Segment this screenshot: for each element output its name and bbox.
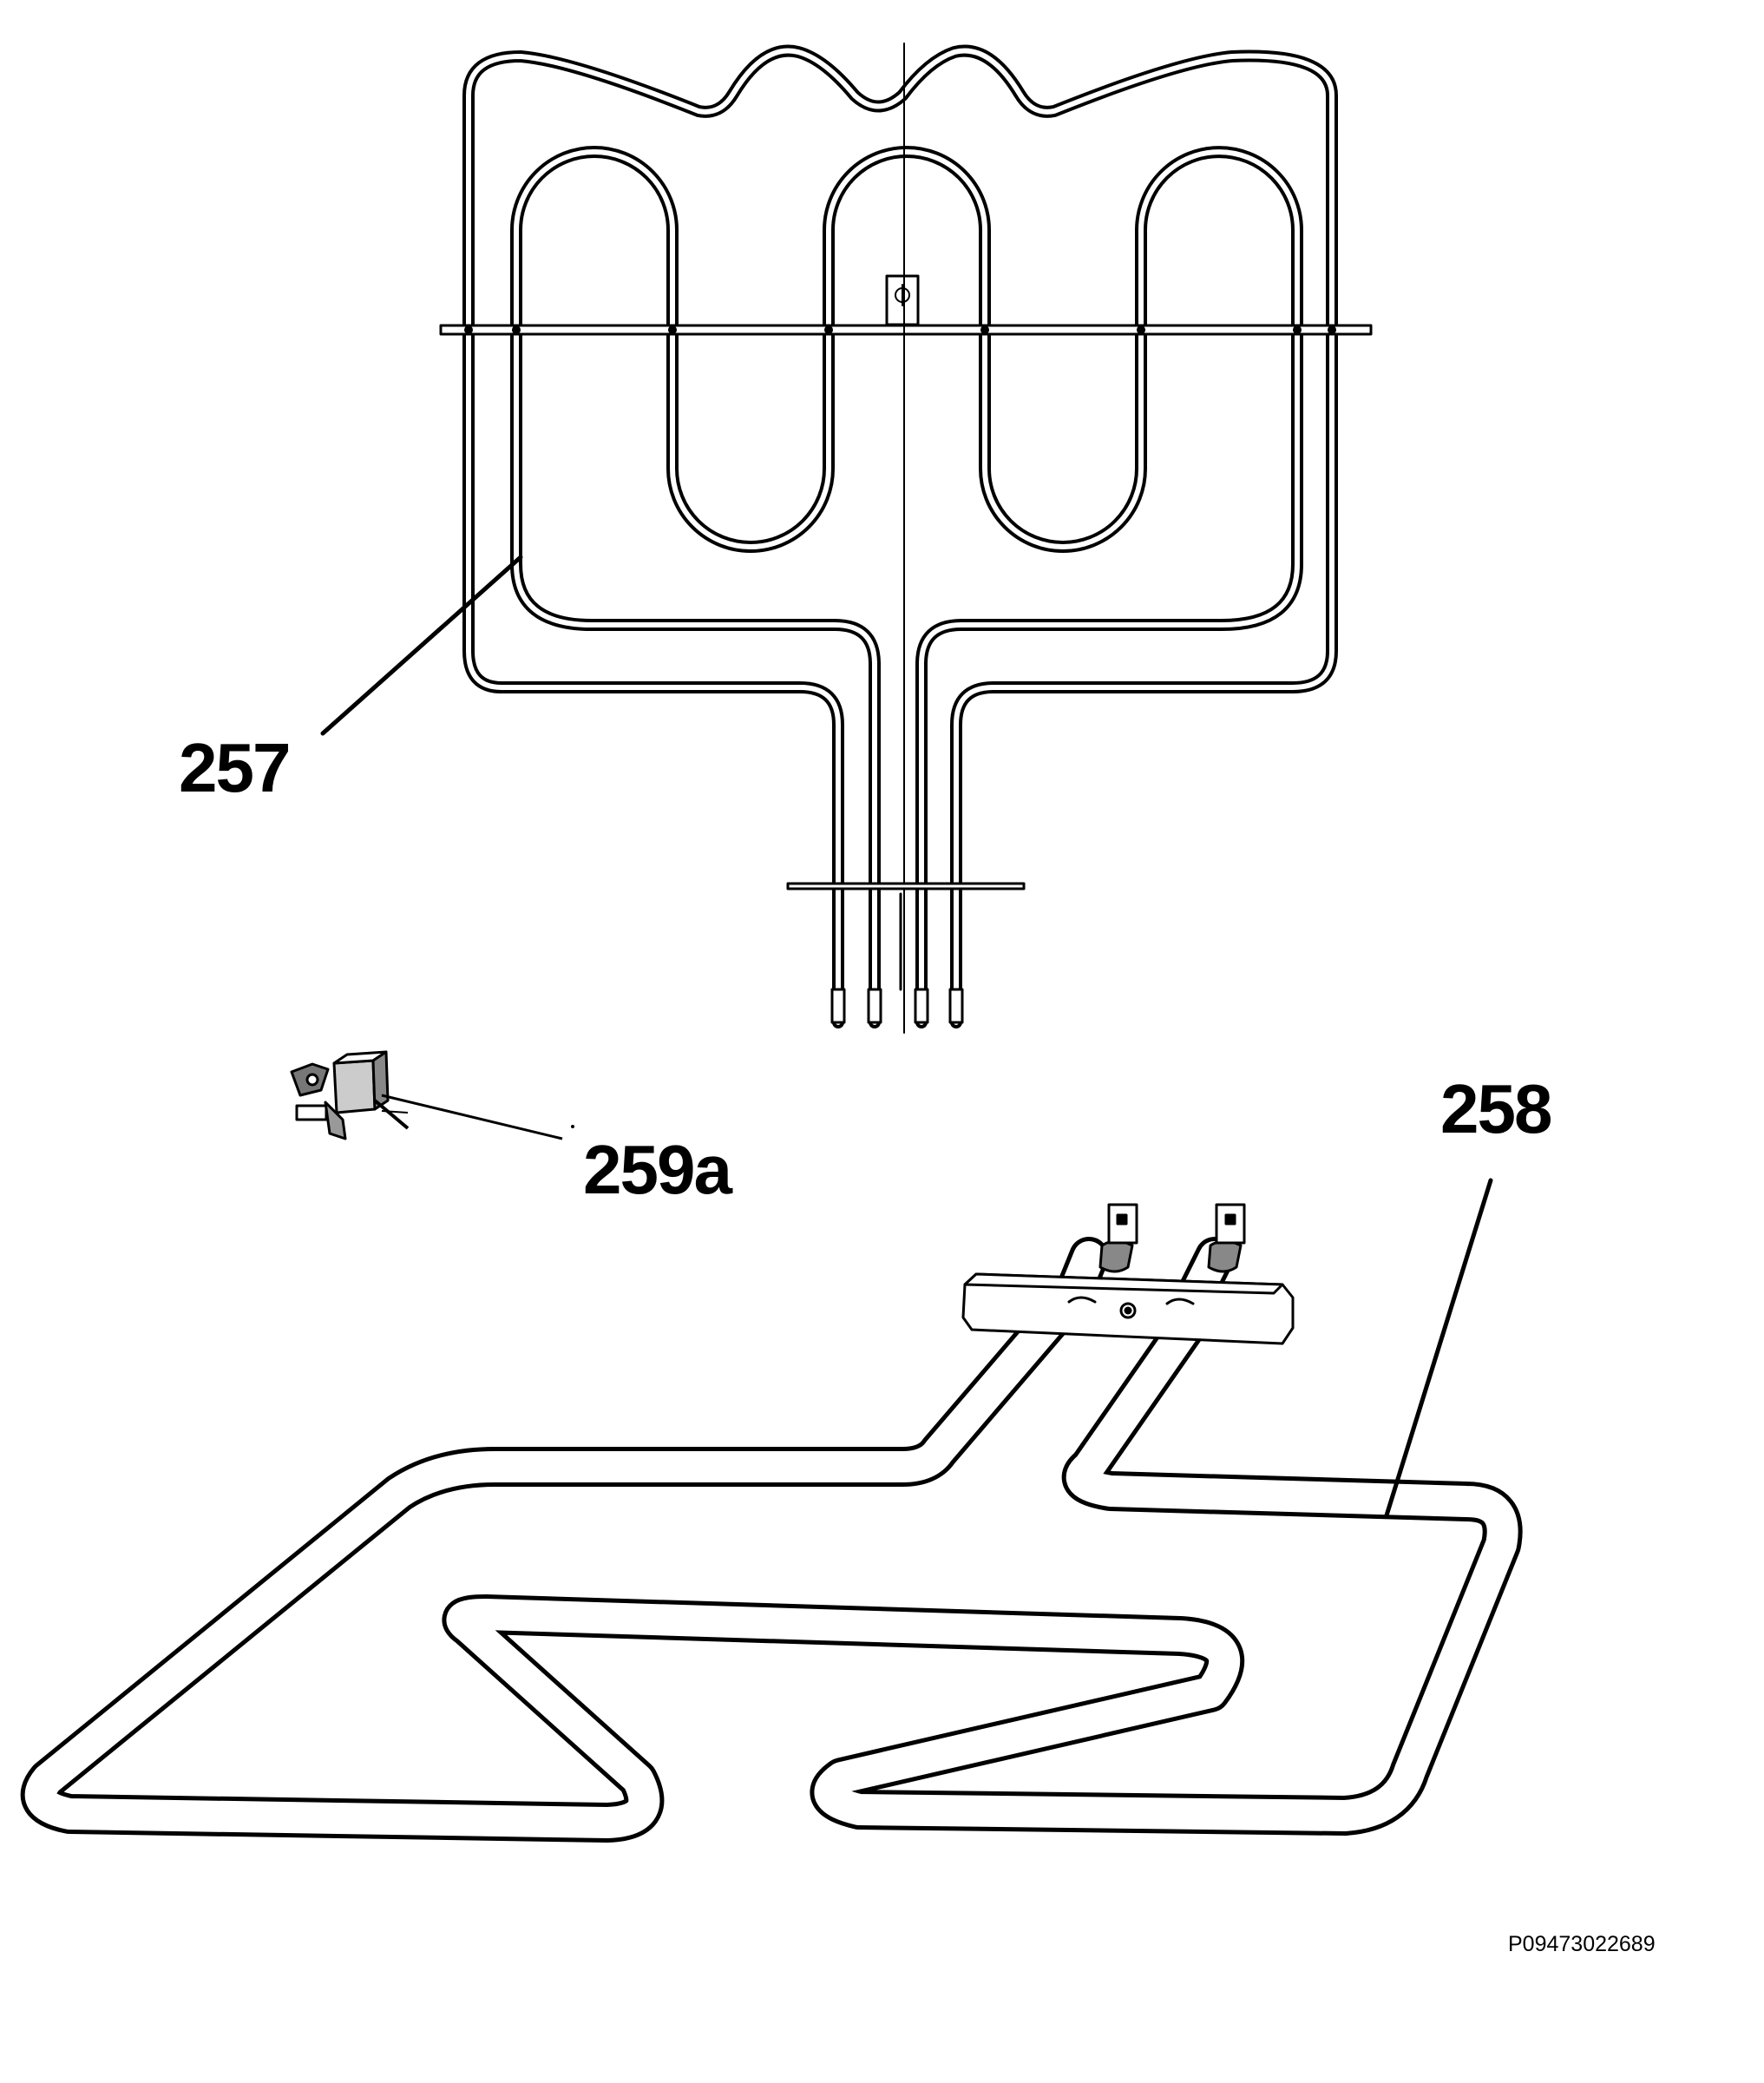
leader-line-257	[320, 555, 523, 736]
heating-tube	[20, 1237, 1523, 1843]
mounting-flange	[786, 882, 1026, 890]
inner-tube-serpentine	[510, 146, 1303, 1028]
lower-heating-element-258	[20, 1178, 1523, 1843]
outer-tube-loop	[462, 44, 1338, 1028]
mounting-plate	[961, 1272, 1295, 1345]
terminal-left	[1098, 1203, 1138, 1273]
upper-heating-element-257	[320, 43, 1373, 1034]
leader-line-258	[1384, 1178, 1493, 1518]
support-bar	[439, 324, 1373, 336]
bar-clips	[464, 325, 1336, 334]
thermostat-259a	[290, 1050, 574, 1140]
callout-257: 257	[179, 729, 291, 806]
terminal-right	[1207, 1203, 1246, 1273]
document-code: P09473022689	[1508, 1932, 1656, 1956]
terminal-pins	[830, 988, 964, 1024]
callout-258: 258	[1440, 1070, 1552, 1147]
center-bracket	[885, 274, 920, 326]
callout-259a: 259a	[583, 1131, 732, 1208]
leader-line-259a	[381, 1094, 563, 1140]
